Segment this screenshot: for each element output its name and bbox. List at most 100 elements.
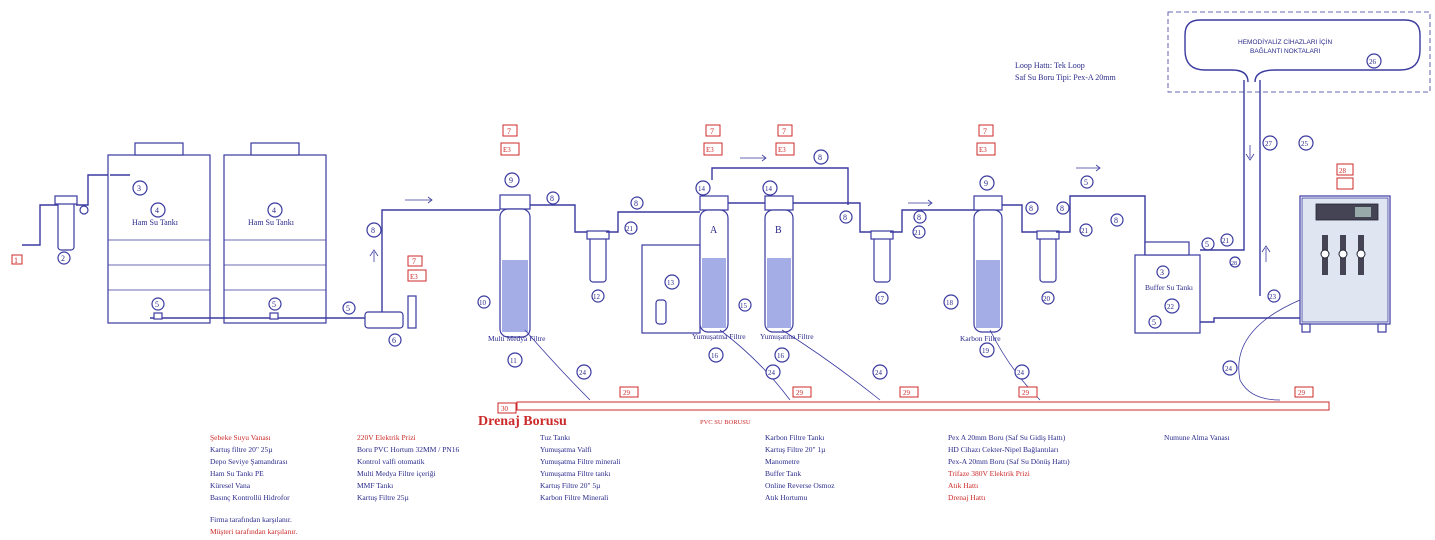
mmf-media	[502, 260, 528, 332]
num-26: 26	[1369, 58, 1377, 66]
num-21a: 21	[626, 225, 634, 233]
legend-2-5: MMF Tankı	[357, 481, 394, 490]
waste-hose-1	[524, 329, 591, 401]
num-23: 23	[1269, 293, 1277, 301]
num-8d: 8	[818, 153, 822, 162]
cart17-to-carbon-pipe	[890, 209, 978, 233]
yum2-label: Yumuşatma Filtre	[760, 332, 814, 341]
num-4b: 4	[272, 206, 276, 215]
num-28b: 28	[1339, 167, 1347, 175]
num-5a: 5	[155, 300, 159, 309]
reverse-osmosis-unit: 28 23	[1259, 80, 1391, 333]
legend-2-4: Multi Medya Filtre içeriği	[357, 469, 436, 478]
legend-1-2: Kartuş filtre 20" 25µ	[210, 445, 273, 454]
pvc-label: PVC SU BORUSU	[700, 419, 751, 426]
raw-tank-2-lid	[250, 142, 300, 156]
ham-tank-label-1: Ham Su Tankı	[132, 218, 179, 227]
inlet-pipe	[22, 204, 60, 246]
legend-col-5: Pex A 20mm Boru (Saf Su Gidiş Hattı) HD …	[948, 432, 1070, 504]
raw-water-tanks: 4 Ham Su Tankı 4 Ham Su Tankı 3 5 5	[107, 142, 366, 324]
legend-1-6: Basınç Kontrollü Hidrofor	[210, 493, 290, 502]
num-3a: 3	[137, 184, 141, 193]
num-24e: 24	[1225, 365, 1233, 373]
num-8g: 8	[1029, 204, 1033, 213]
num-19: 19	[982, 347, 990, 355]
karbon-label: Karbon Filtre	[960, 334, 1001, 343]
yum1-label: Yumuşatma Filtre	[692, 332, 746, 341]
legend-5-2: HD Cihazı Cekter-Nipel Bağlantıları	[948, 445, 1059, 454]
num-25: 25	[1301, 140, 1309, 148]
waste-hose-3	[781, 329, 881, 401]
num-29a: 29	[623, 389, 631, 397]
multi-media-filter: 7 E3 9 10 Multi Medya Filtre 11 8	[477, 124, 590, 368]
e3-e: E3	[979, 146, 987, 154]
loop-ring	[1184, 19, 1421, 83]
legend-2-3: Kontrol valfi otomatik	[357, 457, 425, 466]
num-5d: 5	[1084, 178, 1088, 187]
softener-b-media	[767, 258, 791, 328]
num-28a: 28	[1231, 261, 1237, 267]
num-8i: 8	[1114, 216, 1118, 225]
num-13: 13	[667, 279, 675, 287]
num-5c: 5	[346, 304, 350, 313]
num-11: 11	[510, 357, 517, 365]
legend-3-6: Karbon Filtre Minerali	[540, 493, 609, 502]
bypass-pipe	[711, 167, 849, 205]
e3-c: E3	[706, 146, 714, 154]
num-6: 6	[392, 336, 396, 345]
legend-footer-2: Müşteri tarafından karşılanır.	[210, 527, 298, 536]
raw-tank-1-lid	[134, 142, 184, 156]
legend-4-6: Atık Hortumu	[765, 493, 808, 502]
legend-col-3: Tuz Tankı Yumuşatma Valfi Yumuşatma Filt…	[540, 432, 620, 504]
num-29e: 29	[1298, 389, 1306, 397]
legend-4-3: Manometre	[765, 457, 800, 466]
carbon-filter: 7 E3 9 18 Karbon Filtre 19 8	[943, 124, 1040, 358]
num-7d: 7	[782, 127, 786, 136]
num-27: 27	[1265, 140, 1273, 148]
loop-line2: Saf Su Boru Tipi: Pex-A 20mm	[1015, 73, 1116, 82]
loop-section: 27 25 HEMODİYALİZ CİHAZLARI İÇİN BAĞLANT…	[1015, 11, 1431, 161]
num-24b: 24	[768, 369, 776, 377]
salt-tank: 13 15	[641, 244, 752, 334]
softener-filters: 7 E3 7 E3 8 14 14 A B Yumuşatma Filtre Y…	[692, 124, 874, 363]
legend-1-4: Ham Su Tankı PE	[210, 469, 264, 478]
num-14b: 14	[765, 185, 773, 193]
legend-col-6: Numune Alma Vanası	[1164, 432, 1230, 444]
num-29b: 29	[796, 389, 804, 397]
num-18: 18	[946, 299, 954, 307]
softener-out-pipe	[793, 202, 874, 233]
cart12-to-softener-pipe	[606, 211, 700, 233]
legend-1-1: Şebeke Suyu Vanası	[210, 433, 271, 442]
legend-2-1: 220V Elektrik Prizi	[357, 433, 416, 442]
e3-a: E3	[410, 273, 418, 281]
num-8h: 8	[1060, 204, 1064, 213]
label-circle-2	[57, 251, 71, 265]
waste-hose-2	[719, 329, 791, 401]
raw-tank-2	[223, 154, 327, 324]
num-7b: 7	[507, 127, 511, 136]
legend-5-1: Pex A 20mm Boru (Saf Su Gidiş Hattı)	[948, 433, 1066, 442]
carbon-valve	[973, 195, 1003, 211]
num-24c: 24	[875, 369, 883, 377]
softener-a-media	[702, 258, 726, 328]
num-8a: 8	[371, 226, 375, 235]
num-8c: 8	[634, 199, 638, 208]
mmf-label: Multi Medya Filtre	[488, 334, 546, 343]
cartridge-filter-2	[57, 199, 75, 251]
legend-5-5: Atık Hattı	[948, 481, 979, 490]
legend-col-4: Karbon Filtre Tankı Kartuş Filtre 20" 1µ…	[765, 432, 835, 504]
mmf-valve-head	[499, 194, 531, 210]
legend-col-1: Şebeke Suyu Vanası Kartuş filtre 20" 25µ…	[210, 432, 290, 504]
drain-title: Drenaj Borusu	[478, 414, 567, 429]
buffer-label: Buffer Su Tankı	[1145, 283, 1193, 292]
legend-2-6: Kartuş Filtre 25µ	[357, 493, 409, 502]
legend-3-3: Yumuşatma Filtre minerali	[540, 457, 621, 466]
legend-1-3: Depo Seviye Şamandırası	[210, 457, 288, 466]
num-10: 10	[479, 299, 487, 307]
buffer-to-ro-pipe	[1200, 317, 1300, 323]
legend-4-5: Online Reverse Osmoz	[765, 481, 835, 490]
ham-tank-label-2: Ham Su Tankı	[248, 218, 295, 227]
softener-b-letter: B	[775, 225, 782, 236]
